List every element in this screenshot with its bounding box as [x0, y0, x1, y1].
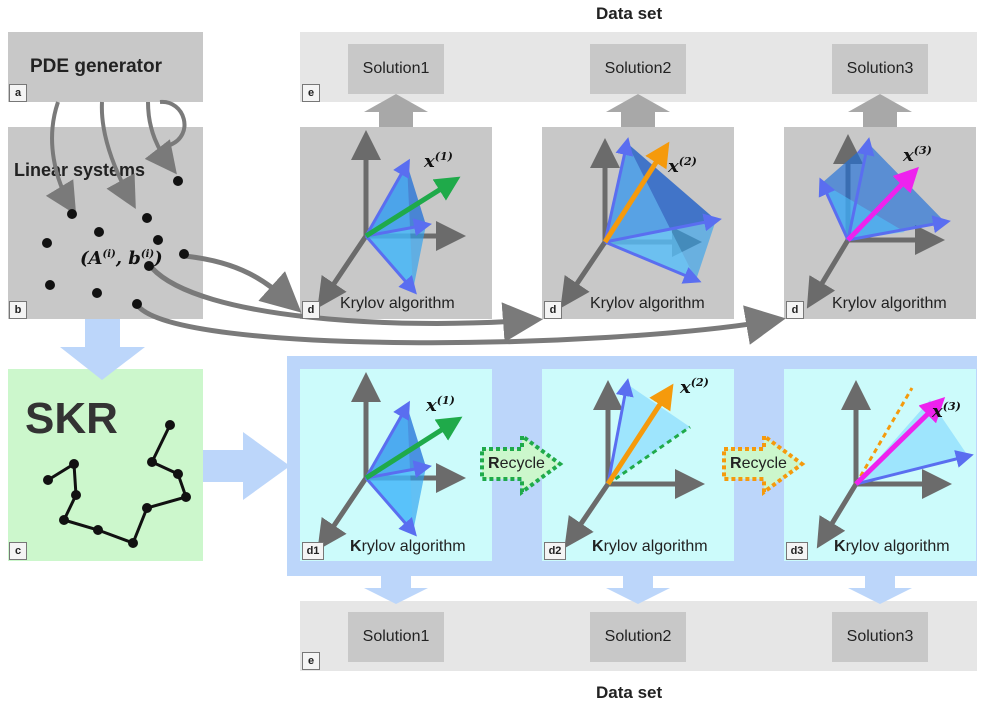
pde-generator-label: PDE generator — [30, 56, 162, 77]
krylov-bottom-1-suffix: rylov algorithm — [361, 538, 466, 555]
krylov-bottom-3-suffix: rylov algorithm — [845, 538, 950, 555]
krylov-top-tag-2: d — [544, 301, 562, 319]
krylov-bottom-1-prefix: K — [350, 538, 362, 555]
top-vector-3-base: x — [903, 145, 914, 166]
skr-tag: c — [9, 542, 27, 560]
up-arrow-3 — [848, 94, 912, 127]
pair-left: (A — [80, 248, 103, 269]
bottom-vector-3-sup: (3) — [942, 400, 961, 413]
pde-to-systems-arrows — [45, 99, 187, 215]
top-vector-1-base: x — [424, 151, 435, 172]
recycle-label-1: Recycle — [488, 455, 545, 473]
top-vector-2-sup: (2) — [678, 155, 697, 168]
pair-sep: , b — [115, 248, 141, 269]
sort-arrow — [60, 319, 145, 380]
bottom-vector-2-sup: (2) — [690, 376, 709, 389]
bottom-solution-3: Solution3 — [832, 612, 928, 662]
bottom-dataset-title: Data set — [596, 683, 663, 702]
krylov-bottom-2-suffix: rylov algorithm — [603, 538, 708, 555]
pde-generator-tag: a — [9, 84, 27, 102]
top-solution-3: Solution3 — [832, 44, 928, 94]
top-solution-2: Solution2 — [590, 44, 686, 94]
bottom-vector-1-base: x — [426, 395, 437, 416]
top-vector-1-sup: (1) — [434, 150, 453, 163]
bottom-vector-1-sup: (1) — [436, 394, 455, 407]
recycle-1-prefix: R — [488, 455, 500, 472]
recycle-2-prefix: R — [730, 455, 742, 472]
krylov-top-label-3: Krylov algorithm — [832, 295, 947, 312]
krylov-top-tag-1: d — [302, 301, 320, 319]
krylov-top-figure-2 — [560, 137, 722, 309]
krylov-top-label-2: Krylov algorithm — [590, 295, 705, 312]
krylov-bottom-label-1: Krylov algorithm — [350, 538, 466, 556]
top-dataset-tag: e — [302, 84, 320, 102]
linear-system-dots — [42, 176, 189, 309]
recycle-label-2: Recycle — [730, 455, 787, 473]
krylov-bottom-label-3: Krylov algorithm — [834, 538, 950, 556]
top-vector-label-2: x(2) — [668, 155, 697, 177]
pde-generator-box — [8, 32, 203, 102]
krylov-bottom-tag-1: d1 — [302, 542, 324, 560]
top-vector-3-sup: (3) — [913, 144, 932, 157]
recycle-arrow-2 — [722, 432, 806, 496]
krylov-bottom-figure-3 — [816, 380, 974, 549]
pair-sup-a: (i) — [102, 249, 116, 260]
krylov-bottom-tag-2: d2 — [544, 542, 566, 560]
krylov-bottom-figure-2 — [564, 378, 705, 549]
krylov-top-tag-3: d — [786, 301, 804, 319]
bottom-vector-2-base: x — [680, 377, 691, 398]
down-arrow-3 — [848, 576, 912, 604]
krylov-bottom-tag-3: d3 — [786, 542, 808, 560]
top-vector-2-base: x — [668, 156, 679, 177]
krylov-bottom-2-prefix: K — [592, 538, 604, 555]
recycle-2-suffix: ecycle — [741, 455, 787, 472]
top-vector-label-3: x(3) — [903, 144, 932, 166]
pair-sup-b: (i) — [140, 249, 155, 260]
skr-label: SKR — [25, 394, 118, 443]
linear-systems-tag: b — [9, 301, 27, 319]
top-solution-1: Solution1 — [348, 44, 444, 94]
skr-to-band-arrow — [203, 432, 290, 500]
up-arrow-2 — [606, 94, 670, 127]
bottom-solution-2: Solution2 — [590, 612, 686, 662]
krylov-bottom-label-2: Krylov algorithm — [592, 538, 708, 556]
bottom-vector-label-2: x(2) — [680, 376, 709, 398]
bottom-dataset-tag: e — [302, 652, 320, 670]
krylov-bottom-3-prefix: K — [834, 538, 846, 555]
bottom-solution-1: Solution1 — [348, 612, 444, 662]
pair-right: ) — [154, 248, 163, 269]
krylov-top-figure-1 — [317, 130, 466, 309]
bottom-vector-label-1: x(1) — [426, 394, 455, 416]
recycle-arrow-1 — [480, 432, 564, 496]
skr-path — [43, 420, 191, 548]
top-dataset-title: Data set — [596, 4, 663, 23]
top-vector-label-1: x(1) — [424, 150, 453, 172]
bottom-vector-3-base: x — [932, 401, 943, 422]
krylov-top-figure-3 — [806, 134, 951, 309]
recycle-1-suffix: ecycle — [499, 455, 545, 472]
bottom-vector-label-3: x(3) — [932, 400, 961, 422]
krylov-bottom-figure-1 — [317, 372, 466, 551]
down-arrow-2 — [606, 576, 670, 604]
up-arrow-1 — [364, 94, 428, 127]
down-arrow-1 — [364, 576, 428, 604]
krylov-top-label-1: Krylov algorithm — [340, 295, 455, 312]
skr-box — [8, 369, 203, 561]
linear-system-pair-label: (A(i), b(i)) — [80, 248, 163, 269]
